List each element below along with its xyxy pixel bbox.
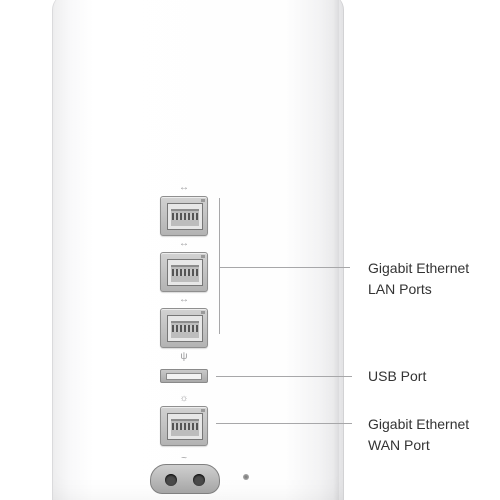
usb-label-line1: USB Port <box>368 368 427 384</box>
power-symbol: ~ <box>181 453 187 464</box>
power-socket-icon <box>150 464 220 494</box>
wan-port-socket <box>167 413 203 440</box>
lan-port-2-symbol: ↔ <box>179 238 189 249</box>
wan-label-line2: WAN Port <box>368 437 430 453</box>
wan-label-line1: Gigabit Ethernet <box>368 416 470 432</box>
usb-symbol: ψ <box>180 351 188 362</box>
wan-port-label: Gigabit Ethernet WAN Port <box>368 414 469 456</box>
lan-label-line1: Gigabit Ethernet <box>368 260 470 276</box>
lan-port-3-socket <box>167 315 203 342</box>
device-edge-shading <box>333 0 339 500</box>
wan-port-led <box>201 409 205 412</box>
lan-callout-line <box>219 267 350 268</box>
lan-ports-bracket <box>219 198 220 334</box>
lan-port-1-socket <box>167 203 203 230</box>
lan-port-1-led <box>201 199 205 202</box>
wan-port-ethernet-icon <box>160 406 208 446</box>
usb-port-label: USB Port <box>368 366 426 387</box>
lan-port-2-ethernet-icon <box>160 252 208 292</box>
lan-port-1-symbol: ↔ <box>179 182 189 193</box>
lan-port-3-ethernet-icon <box>160 308 208 348</box>
wan-port-symbol: ☼ <box>179 393 189 404</box>
lan-port-2-socket <box>167 259 203 286</box>
usb-port-icon <box>160 369 208 383</box>
usb-callout-line <box>216 376 352 377</box>
power-socket-pin-right <box>193 474 205 486</box>
screw-icon <box>243 474 249 480</box>
lan-port-3-symbol: ↔ <box>179 294 189 305</box>
lan-ports-label: Gigabit Ethernet LAN Ports <box>368 258 469 300</box>
power-socket-pin-left <box>165 474 177 486</box>
lan-port-1-ethernet-icon <box>160 196 208 236</box>
lan-label-line2: LAN Ports <box>368 281 432 297</box>
lan-port-2-led <box>201 255 205 258</box>
lan-port-3-led <box>201 311 205 314</box>
wan-callout-line <box>216 423 352 424</box>
